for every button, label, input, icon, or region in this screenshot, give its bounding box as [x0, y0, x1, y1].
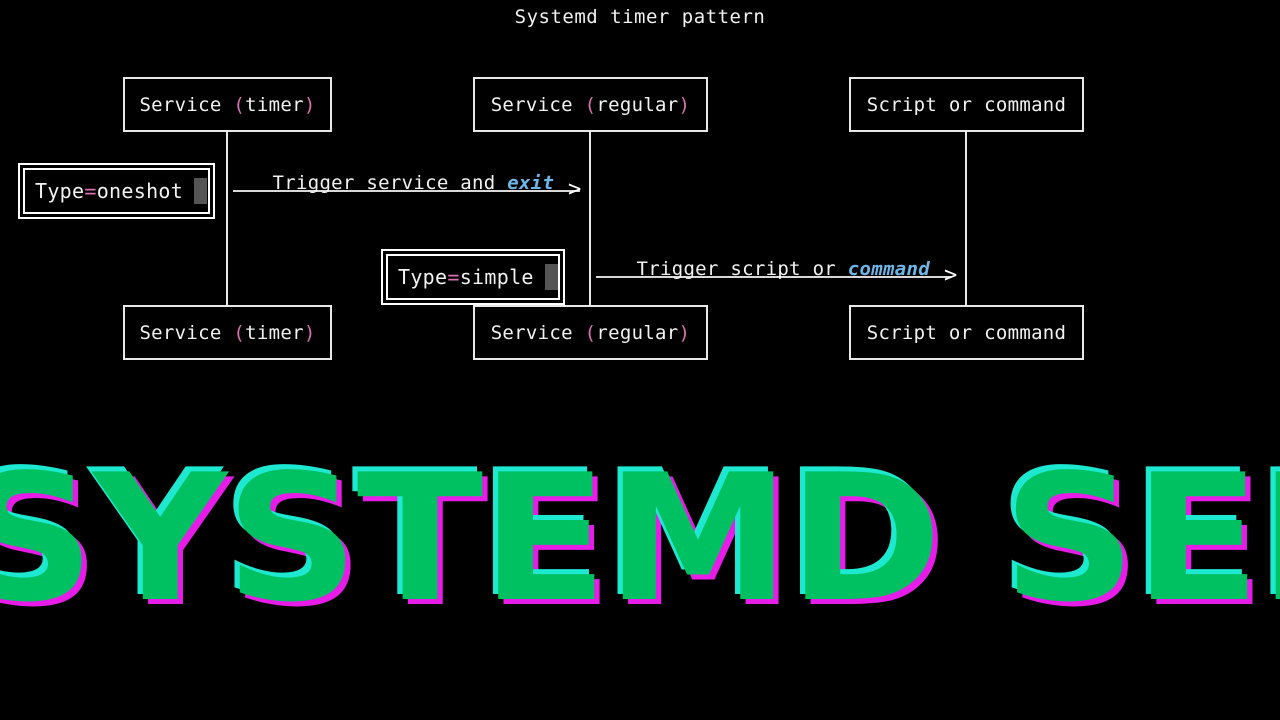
callout-value: oneshot — [96, 179, 184, 203]
text-cursor-block — [194, 178, 208, 204]
callout-type-oneshot[interactable]: Type=oneshot — [18, 163, 215, 219]
node-service-regular-bottom[interactable]: Service (regular) — [473, 305, 708, 360]
callout-equals: = — [447, 265, 460, 289]
node-label-prefix: Service — [490, 93, 585, 116]
node-label-open-paren: ( — [584, 93, 597, 116]
node-label-inner: timer — [245, 93, 304, 116]
node-label-prefix: Service — [490, 321, 585, 344]
headline-text: SYSTEMD SERVICES — [0, 438, 1280, 641]
callout-key: Type — [35, 179, 85, 203]
arrowhead-trigger-script: > — [944, 263, 958, 288]
callout-value: simple — [459, 265, 534, 289]
node-label-inner: regular — [596, 321, 679, 344]
node-label-inner: regular — [596, 93, 679, 116]
edge-label-keyword: command — [847, 258, 930, 280]
node-service-regular-top[interactable]: Service (regular) — [473, 77, 708, 132]
text-cursor-block — [544, 264, 558, 290]
edge-label-trigger-script: Trigger script or command — [613, 236, 930, 280]
node-label-close-paren: ) — [678, 321, 691, 344]
callout-type-simple[interactable]: Type=simple — [381, 249, 565, 305]
connector-line-right — [965, 131, 967, 305]
node-label-close-paren: ) — [678, 93, 691, 116]
node-label-open-paren: ( — [584, 321, 597, 344]
arrowhead-trigger-service: > — [568, 177, 582, 202]
node-label-prefix: Service — [139, 93, 234, 116]
node-label-open-paren: ( — [233, 321, 246, 344]
node-label-prefix: Script or command — [866, 321, 1067, 344]
node-label-inner: timer — [245, 321, 304, 344]
connector-line-middle — [589, 131, 591, 305]
node-script-or-command-top[interactable]: Script or command — [849, 77, 1084, 132]
edge-label-keyword: exit — [507, 172, 555, 194]
edge-label-trigger-service: Trigger service and exit — [249, 150, 554, 194]
callout-key: Type — [398, 265, 448, 289]
edge-label-text: Trigger script or — [636, 258, 848, 280]
node-label-prefix: Script or command — [866, 93, 1067, 116]
callout-type-simple-inner: Type=simple — [386, 254, 560, 300]
node-service-timer-bottom[interactable]: Service (timer) — [123, 305, 332, 360]
node-script-or-command-bottom[interactable]: Script or command — [849, 305, 1084, 360]
node-label-prefix: Service — [139, 321, 234, 344]
node-label-close-paren: ) — [303, 321, 316, 344]
connector-line-left — [226, 131, 228, 305]
callout-equals: = — [84, 179, 97, 203]
node-label-close-paren: ) — [303, 93, 316, 116]
node-service-timer-top[interactable]: Service (timer) — [123, 77, 332, 132]
diagram-title: Systemd timer pattern — [514, 6, 766, 28]
arrow-line-trigger-service — [233, 190, 580, 192]
node-label-open-paren: ( — [233, 93, 246, 116]
edge-label-text: Trigger service and — [272, 172, 508, 194]
arrow-line-trigger-script — [596, 276, 951, 278]
callout-type-oneshot-inner: Type=oneshot — [23, 168, 210, 214]
